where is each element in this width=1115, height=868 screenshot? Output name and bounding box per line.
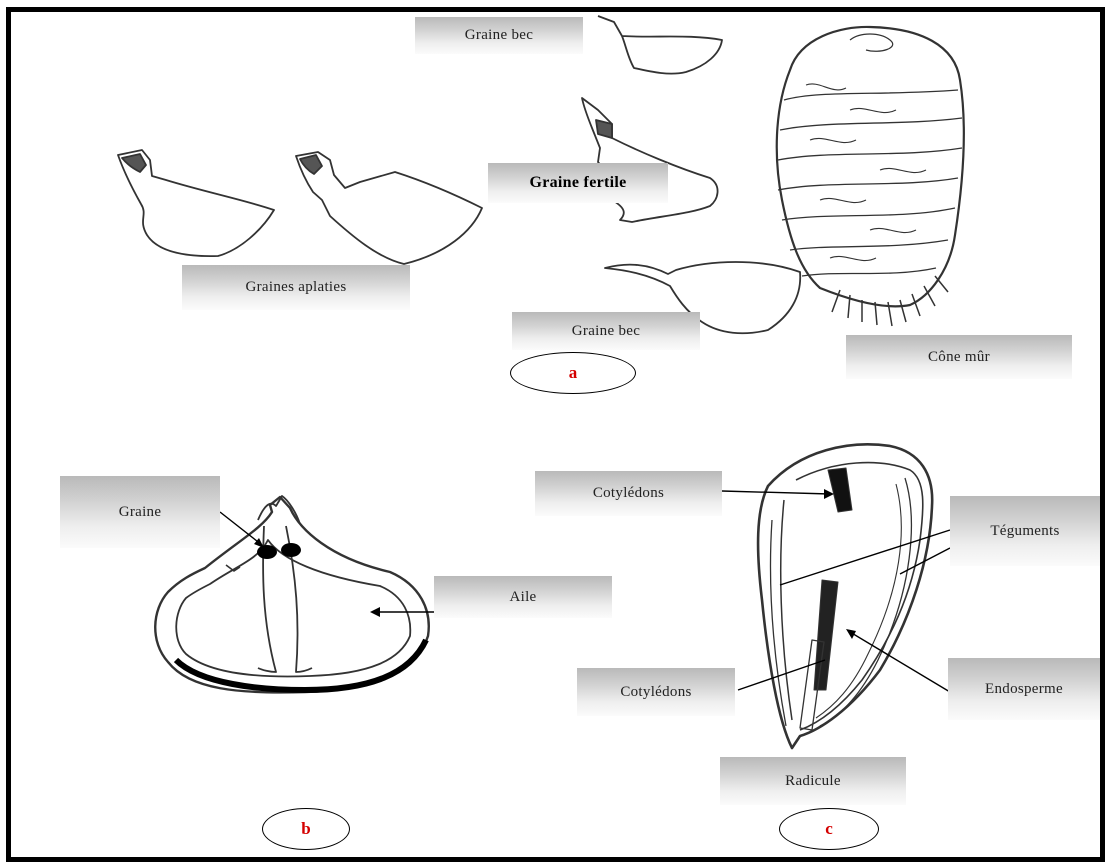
label-endosperme: Endosperme [948,658,1100,720]
seed-drawing-flat-1 [118,150,274,256]
label-aile: Aile [434,576,612,618]
label-graine: Graine [60,476,220,548]
label-radicule: Radicule [720,757,906,805]
label-teguments: Téguments [950,496,1100,566]
label-graine-bec-bottom: Graine bec [512,312,700,350]
label-cotyledons-bottom: Cotylédons [577,668,735,716]
seed-drawing-fertile [582,98,718,222]
panel-label-a: a [510,352,636,394]
panel-label-c: c [779,808,879,850]
seed-drawing-flat-2 [296,152,482,264]
label-graine-bec-top: Graine bec [415,17,583,54]
seed-drawing-beak-top [598,16,722,74]
seed-section-drawing [758,444,932,748]
label-cotyledons-top: Cotylédons [535,471,722,516]
label-graine-fertile: Graine fertile [488,163,668,203]
label-cone-mur: Cône mûr [846,335,1072,379]
panel-label-b: b [262,808,350,850]
cone-drawing [777,27,964,326]
label-graines-aplaties: Graines aplaties [182,265,410,310]
